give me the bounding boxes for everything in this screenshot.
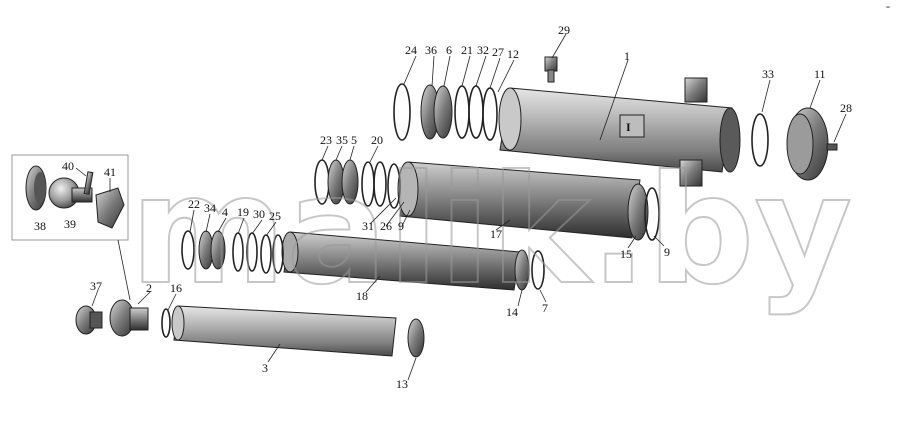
label-35: 35 — [336, 133, 348, 147]
label-19: 19 — [237, 205, 249, 219]
inset-leader — [117, 239, 131, 301]
part-18-inner-cylinder — [281, 231, 521, 291]
label-21: 21 — [461, 43, 473, 57]
label-40: 40 — [62, 159, 74, 173]
part-29-fitting — [544, 56, 558, 83]
corner-mark: - — [886, 0, 890, 13]
label-11: 11 — [814, 67, 826, 81]
label-5: 5 — [351, 133, 357, 147]
seal-rings-middle — [314, 159, 401, 209]
label-24: 24 — [405, 43, 417, 57]
label-26: 26 — [380, 219, 392, 233]
part-40-pin — [83, 171, 94, 195]
label-25: 25 — [269, 209, 281, 223]
label-9b: 9 — [664, 245, 670, 259]
label-33: 33 — [762, 67, 774, 81]
part-2-rod-end — [109, 299, 149, 337]
label-2: 2 — [146, 281, 152, 295]
label-36: 36 — [425, 43, 437, 57]
label-16: 16 — [170, 281, 182, 295]
label-32: 32 — [477, 43, 489, 57]
part-16-ring — [161, 308, 171, 338]
part-33-ring — [751, 113, 769, 167]
part-17-middle-cylinder — [397, 161, 641, 239]
part-13-bushing — [407, 318, 425, 358]
part-28-screw — [826, 143, 838, 151]
label-30: 30 — [253, 207, 265, 221]
label-13: 13 — [396, 377, 408, 391]
label-27: 27 — [492, 45, 504, 59]
leader-lines — [75, 33, 847, 381]
label-15: 15 — [620, 247, 632, 261]
label-7: 7 — [542, 301, 548, 315]
label-17: 17 — [490, 227, 502, 241]
svg-text:I: I — [626, 120, 631, 134]
part-41-block — [95, 187, 125, 229]
part-1-main-cylinder: I — [498, 77, 741, 187]
seal-rings-top — [393, 83, 498, 141]
label-14: 14 — [506, 305, 518, 319]
label-37: 37 — [90, 279, 102, 293]
label-38: 38 — [34, 219, 46, 233]
label-9a: 9 — [398, 219, 404, 233]
part-38-cap — [25, 165, 47, 211]
label-20: 20 — [371, 133, 383, 147]
label-34: 34 — [204, 201, 216, 215]
label-1: 1 — [624, 49, 630, 63]
label-3: 3 — [262, 361, 268, 375]
part-labels: 1 29 24 36 6 21 32 27 12 33 11 28 23 35 … — [34, 23, 852, 391]
label-28: 28 — [840, 101, 852, 115]
label-23: 23 — [320, 133, 332, 147]
label-22: 22 — [188, 197, 200, 211]
label-29: 29 — [558, 23, 570, 37]
watermark: malik.by — [130, 144, 852, 318]
part-11-end-cap — [786, 107, 829, 181]
label-6: 6 — [446, 43, 452, 57]
part-37-nut — [75, 305, 103, 335]
label-39: 39 — [64, 217, 76, 231]
part-3-rod — [171, 305, 397, 357]
part-15-9-rings — [627, 183, 660, 241]
label-31: 31 — [362, 219, 374, 233]
label-18: 18 — [356, 289, 368, 303]
label-4: 4 — [222, 205, 228, 219]
label-41: 41 — [104, 165, 116, 179]
label-12: 12 — [507, 47, 519, 61]
